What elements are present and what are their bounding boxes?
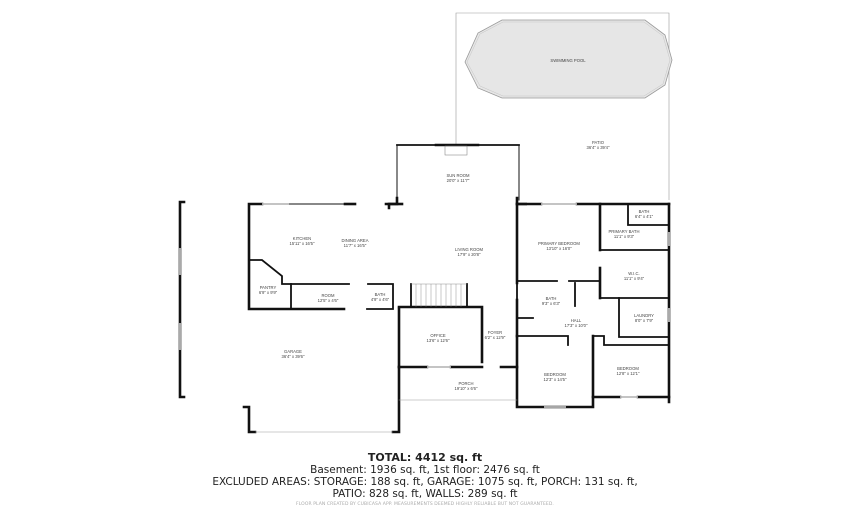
dims-bath-hall: 9'3" x 6'3" [542, 301, 561, 306]
dims-primary-bedroom: 13'10" x 16'0" [546, 246, 572, 251]
dims-porch: 19'10" x 6'6" [455, 386, 478, 391]
label-garage: GARAGE [284, 349, 302, 354]
dims-pantry: 6'9" x 9'9" [259, 290, 278, 295]
dims-patio: 36'4" x 39'4" [587, 145, 610, 150]
dims-room: 12'5" x 4'6" [318, 298, 339, 303]
fireplace [444, 145, 468, 156]
dims-bedroom-1: 12'3" x 14'5" [544, 377, 567, 382]
dims-foyer: 6'2" x 12'9" [485, 335, 506, 340]
label-pantry: PANTRY [260, 285, 277, 290]
label-office: OFFICE [430, 333, 446, 338]
patio-area [455, 12, 670, 200]
dims-bath-half: 4'9" x 4'6" [371, 297, 390, 302]
dims-garage: 36'4" x 39'6" [282, 354, 305, 359]
dims-living-room: 17'9" x 20'8" [458, 252, 481, 257]
label-bath-ensuite: BATH [639, 209, 650, 214]
dims-hall: 17'3" x 10'0" [565, 323, 588, 328]
dims-office: 13'6" x 12'6" [427, 338, 450, 343]
walls [178, 143, 671, 434]
floor-areas: Basement: 1936 sq. ft, 1st floor: 2476 s… [310, 464, 540, 476]
dims-kitchen: 15'11" x 16'5" [290, 241, 315, 246]
dims-sun-room: 20'0" x 11'7" [447, 178, 470, 183]
label-hall: HALL [571, 318, 582, 323]
label-porch: PORCH [458, 381, 473, 386]
label-swimming-pool: SWIMMING POOL [550, 58, 586, 63]
label-laundry: LAUNDRY [634, 313, 654, 318]
label-bedroom-2: BEDROOM [617, 366, 639, 371]
excluded-areas-line-2: PATIO: 828 sq. ft, WALLS: 289 sq. ft [332, 488, 518, 500]
room-labels: SWIMMING POOL PATIO 36'4" x 39'4" SUN RO… [259, 58, 654, 391]
swimming-pool [464, 19, 673, 99]
label-bath-half: BATH [375, 292, 386, 297]
total-area: TOTAL: 4412 sq. ft [367, 451, 483, 464]
label-patio: PATIO [592, 140, 605, 145]
label-bath-hall: BATH [546, 296, 557, 301]
dims-bath-ensuite: 6'4" x 4'1" [635, 214, 654, 219]
label-foyer: FOYER [488, 330, 502, 335]
label-primary-bath: PRIMARY BATH [609, 229, 640, 234]
dims-bedroom-2: 12'8" x 12'1" [617, 371, 640, 376]
dims-laundry: 8'0" x 7'9" [635, 318, 654, 323]
label-living-room: LIVING ROOM [455, 247, 483, 252]
floor-plan: SWIMMING POOL PATIO 36'4" x 39'4" SUN RO… [178, 12, 673, 434]
stairs [411, 283, 467, 307]
label-dining-area: DINING AREA [342, 238, 369, 243]
dims-primary-bath: 11'1" x 9'3" [614, 234, 635, 239]
windows [179, 203, 670, 433]
label-bedroom-1: BEDROOM [544, 372, 566, 377]
label-primary-bedroom: PRIMARY BEDROOM [538, 241, 580, 246]
label-kitchen: KITCHEN [293, 236, 311, 241]
excluded-areas-line-1: EXCLUDED AREAS: STORAGE: 188 sq. ft, GAR… [212, 476, 638, 488]
label-room: ROOM [321, 293, 335, 298]
dims-wic: 11'1" x 9'4" [624, 276, 645, 281]
label-wic: W.I.C. [628, 271, 639, 276]
dims-dining-area: 11'7" x 16'5" [344, 243, 367, 248]
label-sun-room: SUN ROOM [446, 173, 470, 178]
credit-disclaimer: FLOOR PLAN CREATED BY CUBICASA APP. MEAS… [296, 502, 554, 507]
